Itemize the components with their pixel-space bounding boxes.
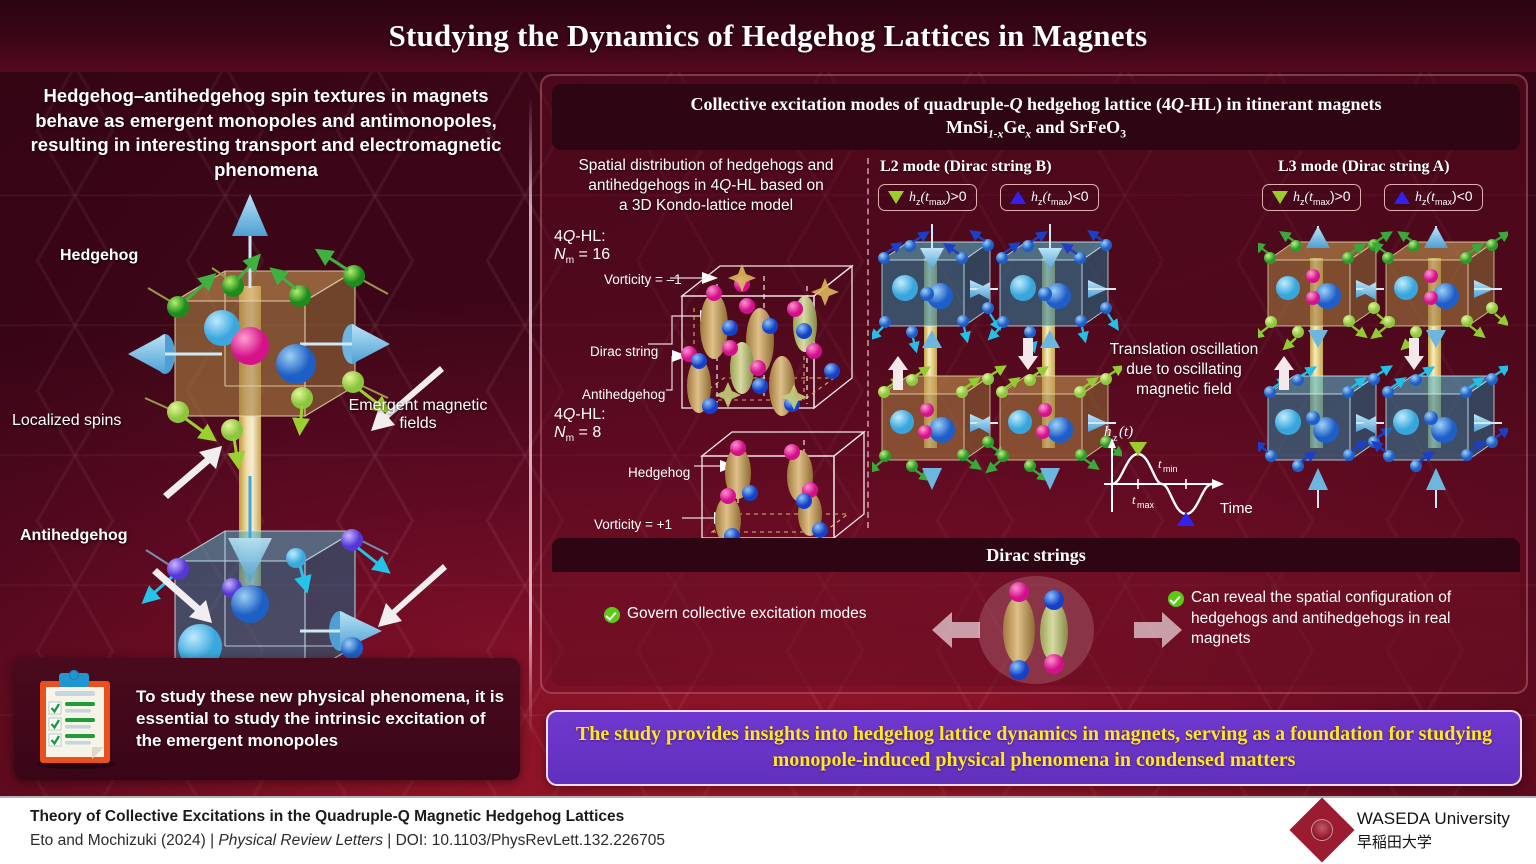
- svg-text:h: h: [1104, 424, 1112, 440]
- conclusion-banner: The study provides insights into hedgeho…: [546, 710, 1522, 786]
- left-arrow-icon: [932, 612, 980, 648]
- right-column: Collective excitation modes of quadruple…: [540, 74, 1528, 694]
- label-hedgehog: Hedgehog: [60, 247, 139, 264]
- paper-citation: Eto and Mochizuki (2024) | Physical Revi…: [30, 832, 666, 849]
- paper-title: Theory of Collective Excitations in the …: [30, 808, 625, 825]
- check-circle-icon: [1168, 591, 1184, 607]
- l3-badge-negative-label: hz(tmax)<0: [1415, 188, 1473, 207]
- l2-badge-negative: hz(tmax)<0: [1000, 184, 1099, 211]
- l2-badge-negative-label: hz(tmax)<0: [1031, 188, 1089, 207]
- l3-badge-positive: hz(tmax)>0: [1262, 184, 1361, 211]
- green-down-triangle-icon: [1272, 191, 1288, 204]
- translation-oscillation-text: Translation oscillation due to oscillati…: [1109, 341, 1259, 399]
- column-divider: [529, 96, 532, 736]
- annotation-vorticity-positive: Vorticity = +1: [594, 517, 673, 532]
- blue-up-triangle-icon: [1394, 191, 1410, 204]
- panel-a-bottom-nm-label: 4Q-HL: Nm = 8: [554, 406, 606, 445]
- l2-badge-positive-label: hz(tmax)>0: [909, 188, 967, 207]
- annotation-antihedgehog: Antihedgehog: [582, 387, 666, 402]
- left-column: Hedgehog–antihedgehog spin textures in m…: [0, 72, 532, 792]
- waseda-logo-text: WASEDA University 早稲田大学: [1357, 809, 1510, 852]
- label-emergent-magnetic-fields: Emergent magnetic fields: [348, 397, 488, 432]
- waseda-logo: WASEDA University 早稲田大学: [1289, 797, 1510, 863]
- l3-badge-positive-label: hz(tmax)>0: [1293, 188, 1351, 207]
- dirac-strings-band: Dirac strings Govern collective excitati…: [552, 538, 1520, 686]
- l2-mode-title: L2 mode (Dirac string B): [880, 158, 1052, 175]
- waseda-name-jp: 早稲田大学: [1356, 833, 1432, 851]
- svg-text:z: z: [1113, 433, 1118, 444]
- svg-text:t: t: [1158, 456, 1162, 471]
- annotation-hedgehog: Hedgehog: [628, 465, 691, 480]
- left-lede-text: Hedgehog–antihedgehog spin textures in m…: [30, 85, 502, 180]
- label-localized-spins: Localized spins: [12, 412, 122, 429]
- dirac-benefit-right: Can reveal the spatial configuration of …: [1168, 588, 1498, 650]
- green-down-triangle-icon: [888, 191, 904, 204]
- dirac-benefit-left-text: Govern collective excitation modes: [627, 605, 867, 622]
- l3-badge-negative: hz(tmax)<0: [1384, 184, 1483, 211]
- blue-up-triangle-icon: [1010, 191, 1026, 204]
- dirac-benefit-left: Govern collective excitation modes: [604, 604, 914, 625]
- l2-badge-positive: hz(tmax)>0: [878, 184, 977, 211]
- waseda-name-en: WASEDA University: [1356, 808, 1510, 828]
- panel-a-top-nm-label: 4Q-HL: Nm = 16: [554, 228, 611, 267]
- dirac-benefit-right-text: Can reveal the spatial configuration of …: [1191, 589, 1452, 648]
- waseda-diamond-icon: [1289, 797, 1355, 863]
- dirac-string-pair-illustration: [932, 576, 1182, 684]
- l3-mode-title: L3 mode (Dirac string A): [1278, 158, 1450, 175]
- panel-a-lattice-figure: [648, 264, 866, 544]
- dirac-strings-heading: Dirac strings: [552, 538, 1520, 572]
- study-callout-text: To study these new physical phenomena, i…: [136, 686, 505, 751]
- study-callout-box: To study these new physical phenomena, i…: [14, 658, 520, 780]
- l3-mode-figure: [1258, 222, 1508, 522]
- waseda-crest-icon: [1310, 819, 1333, 841]
- right-header-line1: Collective excitation modes of quadruple…: [690, 93, 1382, 114]
- hz-time-plot: h z (t) t max t min Time: [1104, 424, 1253, 526]
- page-title: Studying the Dynamics of Hedgehog Lattic…: [388, 18, 1148, 53]
- label-antihedgehog: Antihedgehog: [20, 527, 128, 544]
- footer-bar: Theory of Collective Excitations in the …: [0, 796, 1536, 864]
- clipboard-checklist-icon: [26, 669, 122, 769]
- l2-mode-figure: [872, 222, 1122, 522]
- annotation-vorticity-negative: Vorticity = –1: [604, 272, 682, 287]
- svg-text:Time: Time: [1220, 500, 1253, 517]
- right-arrow-icon: [1134, 612, 1182, 648]
- right-panel-header: Collective excitation modes of quadruple…: [552, 84, 1520, 150]
- svg-text:t: t: [1132, 492, 1136, 507]
- check-circle-icon: [604, 607, 620, 623]
- right-header-line2: MnSi1-xGex and SrFeO3: [946, 116, 1126, 141]
- conclusion-text: The study provides insights into hedgeho…: [575, 723, 1493, 771]
- svg-text:min: min: [1163, 464, 1178, 474]
- svg-text:(t): (t): [1119, 424, 1133, 440]
- title-bar: Studying the Dynamics of Hedgehog Lattic…: [0, 0, 1536, 72]
- hedgehog-antihedgehog-figure: [128, 194, 447, 689]
- svg-text:max: max: [1137, 500, 1155, 510]
- annotation-dirac-string: Dirac string: [590, 344, 659, 359]
- panel-a-caption: Spatial distribution of hedgehogs and an…: [578, 157, 834, 215]
- panel-dashed-divider: [867, 158, 869, 528]
